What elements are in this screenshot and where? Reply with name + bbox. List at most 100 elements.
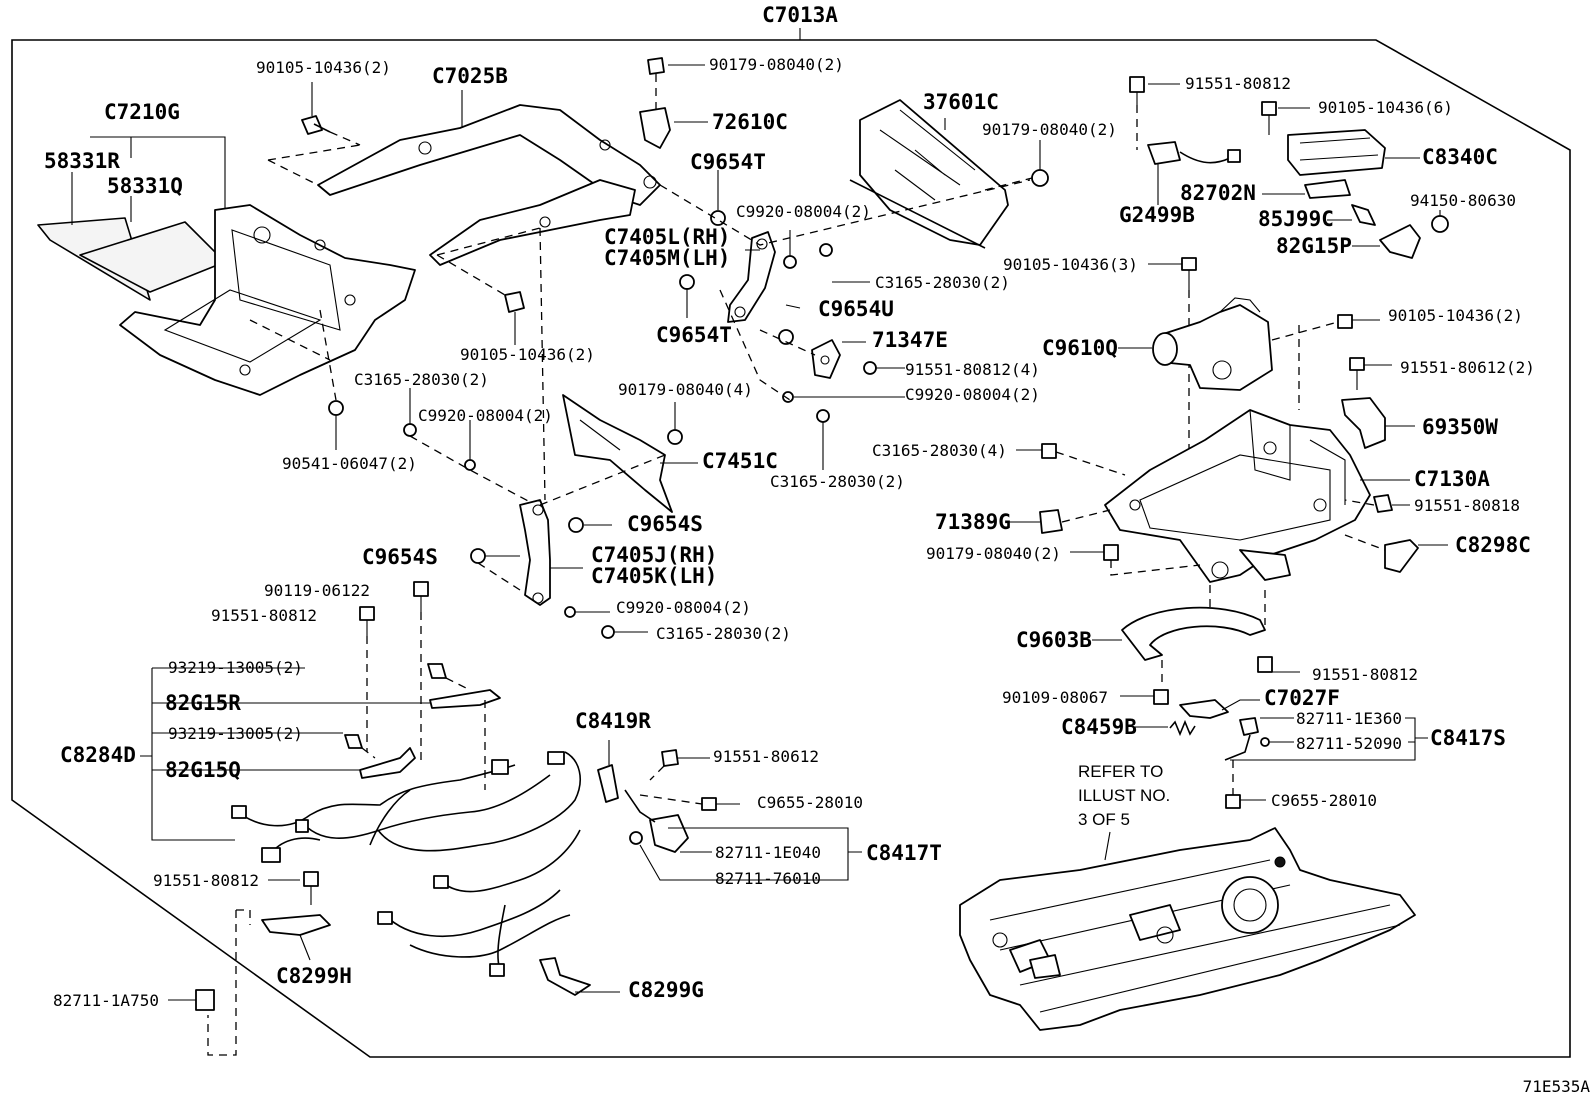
part-label-90105-10436-2: 90105-10436(2) (1388, 306, 1523, 325)
bolt-90119-06122 (413, 581, 429, 597)
diagram-title: C7013A (762, 3, 838, 27)
part-label-82711-1e360: 82711-1E360 (1296, 709, 1402, 728)
bracket-C8284D (140, 667, 430, 841)
bracket-82G15R (429, 689, 501, 709)
bracket-37601C (849, 99, 1049, 249)
bolt-90105-10436-2r (1337, 314, 1353, 329)
bolt-C3165-low (601, 625, 615, 639)
part-label-c9654s: C9654S (362, 545, 438, 569)
part-label-91551-80812: 91551-80812 (1312, 665, 1418, 684)
nut-94150-80630 (1431, 215, 1449, 233)
bracket-C7027F (1179, 699, 1229, 719)
part-label-82711-1e040: 82711-1E040 (715, 843, 821, 862)
washer-C9654U (778, 329, 794, 345)
part-label-c7025b: C7025B (432, 64, 508, 88)
bracket-82G15P (1379, 224, 1421, 259)
bracket-C8299H (261, 914, 331, 936)
part-label-91551-80812-4: 91551-80812(4) (905, 360, 1040, 379)
bolt-C9655-28010 (701, 797, 717, 811)
part-label-c7451c: C7451C (702, 449, 778, 473)
clip-82711-1A750 (195, 989, 215, 1011)
bolt-91551-80812-low (303, 871, 319, 887)
part-label-c9655-28010: C9655-28010 (1271, 791, 1377, 810)
part-label-71389g: 71389G (935, 510, 1011, 534)
part-label-c9920-08004-2: C9920-08004(2) (905, 385, 1040, 404)
bolt-91551-80812-4 (863, 361, 877, 375)
part-label-c9920-08004-2: C9920-08004(2) (418, 406, 553, 425)
part-label-90105-10436-6: 90105-10436(6) (1318, 98, 1453, 117)
part-label-90105-10436-3: 90105-10436(3) (1003, 255, 1138, 274)
refer-note-line-3: 3 OF 5 (1078, 810, 1130, 829)
bracket-C8298C (1384, 539, 1419, 573)
part-label-c8459b: C8459B (1061, 715, 1137, 739)
part-label-91551-80612: 91551-80612 (713, 747, 819, 766)
plate-71347E (811, 339, 841, 379)
washer-C9920-mid (782, 391, 794, 403)
part-label-82711-52090: 82711-52090 (1296, 734, 1402, 753)
part-label-c7405m-lh: C7405M(LH) (604, 246, 730, 270)
part-label-c9920-08004-2: C9920-08004(2) (736, 202, 871, 221)
part-label-90541-06047-2: 90541-06047(2) (282, 454, 417, 473)
part-label-82g15p: 82G15P (1276, 234, 1352, 258)
harness-G2499B (1147, 141, 1241, 165)
nut-90179-4 (667, 429, 683, 445)
part-label-c7210g: C7210G (104, 100, 180, 124)
wire-harness-C8284D (231, 751, 581, 977)
refer-note-line-2: ILLUST NO. (1078, 786, 1170, 805)
part-label-90109-08067: 90109-08067 (1002, 688, 1108, 707)
part-label-c9654s: C9654S (627, 512, 703, 536)
bolt-C3165-left (403, 423, 417, 437)
part-label-71347e: 71347E (872, 328, 948, 352)
part-labels: 90105-10436(2) C7025B 90179-08040(2) 72610C… (44, 55, 1535, 1010)
part-label-c7027f: C7027F (1264, 686, 1340, 710)
part-label-c8340c: C8340C (1422, 145, 1498, 169)
washer-C9920-low (564, 606, 576, 618)
part-label-72610c: 72610C (712, 110, 788, 134)
washer-C9654S-a (568, 517, 584, 533)
part-label-c9603b: C9603B (1016, 628, 1092, 652)
part-label-90105-10436-2: 90105-10436(2) (460, 345, 595, 364)
part-label-c7405k-lh: C7405K(LH) (591, 564, 717, 588)
part-label-90105-10436-2: 90105-10436(2) (256, 58, 391, 77)
bracket-85J99C (1351, 204, 1376, 226)
washer-C9920-left (464, 459, 476, 471)
part-label-c9654t: C9654T (656, 323, 732, 347)
plate-C7451C (562, 394, 673, 513)
cover-C9603B (1121, 606, 1266, 661)
part-label-c3165-28030-2: C3165-28030(2) (354, 370, 489, 389)
part-label-82g15r: 82G15R (165, 691, 241, 715)
part-label-c8298c: C8298C (1455, 533, 1531, 557)
part-label-c9920-08004-2: C9920-08004(2) (616, 598, 751, 617)
sensor-69350W (1341, 397, 1386, 449)
spring-C8459B (1169, 719, 1196, 737)
part-label-c9655-28010: C9655-28010 (757, 793, 863, 812)
sensor-C8417T (624, 789, 689, 853)
part-label-c3165-28030-4: C3165-28030(4) (872, 441, 1007, 460)
part-label-90179-08040-2: 90179-08040(2) (709, 55, 844, 74)
refer-note: REFER TO ILLUST NO. 3 OF 5 (1078, 762, 1170, 829)
part-label-82711-1a750: 82711-1A750 (53, 991, 159, 1010)
footer-code: 71E535A (1523, 1077, 1591, 1096)
sensor-C8417S (1224, 717, 1270, 761)
assembly-frame (11, 39, 1571, 1058)
bolt-91551-80612-2 (1349, 357, 1365, 371)
part-label-c8284d: C8284D (60, 743, 136, 767)
washer-C9920-upper (783, 255, 797, 269)
part-label-91551-80812: 91551-80812 (153, 871, 259, 890)
part-label-c3165-28030-2: C3165-28030(2) (656, 624, 791, 643)
bolt-C3165-mid (816, 409, 830, 423)
base-frame-C7130A (1104, 409, 1371, 583)
part-label-c9654u: C9654U (818, 297, 894, 321)
part-label-91551-80812: 91551-80812 (1185, 74, 1291, 93)
part-label-c7405j-rh: C7405J(RH) (591, 543, 717, 567)
part-label-c8417s: C8417S (1430, 726, 1506, 750)
bolt-90105-10436-left (301, 115, 331, 135)
nut-90541 (328, 400, 344, 416)
part-label-c3165-28030-2: C3165-28030(2) (770, 472, 905, 491)
part-label-37601c: 37601C (923, 90, 999, 114)
bolt-91551-80812-top (1129, 76, 1145, 93)
bolt-90105-10436-6 (1261, 101, 1277, 116)
seat-frame-C7210G (119, 204, 416, 396)
part-label-58331q: 58331Q (107, 174, 183, 198)
